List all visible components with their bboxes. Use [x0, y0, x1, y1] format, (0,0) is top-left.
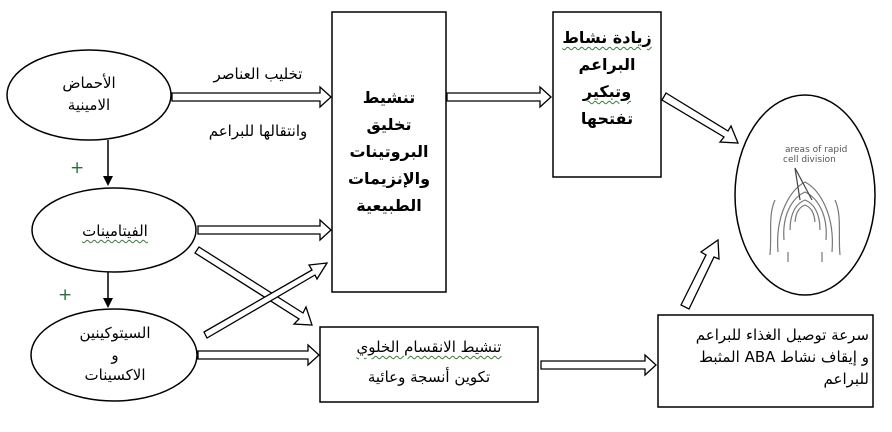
buds-line1: زيادة نشاط [562, 28, 652, 47]
bud-illustration [769, 167, 841, 262]
buds-line4: تفتحها [580, 109, 634, 128]
arrow-vitamins-to-protein [197, 218, 332, 242]
plus-sign-2: + [58, 285, 73, 305]
cytokinin-label-line3: الاكسينات [84, 366, 146, 384]
vitamins-node [31, 187, 197, 273]
bud-image-label-2: cell division [783, 155, 836, 165]
arrow-buds-to-image [661, 92, 739, 144]
amino-acids-node [6, 49, 172, 141]
protein-synthesis-box [331, 11, 447, 293]
cytokinin-label-line1: السيتوكينين [79, 324, 151, 342]
cytokinin-auxin-node [30, 308, 198, 402]
transport-line3: للبراعم [823, 370, 869, 388]
buds-box-text: زيادة نشاط البراعم وتبكير تفتحها [555, 24, 659, 132]
arrow-amino-to-protein [171, 85, 332, 109]
celldiv-line2: تكوين أنسجة وعائية [367, 368, 491, 386]
protein-line2: تخليق [366, 115, 412, 134]
protein-line3: البروتينات [349, 142, 429, 161]
transport-line2: و إيقاف نشاط ABA المثبط [699, 348, 869, 366]
arrow-cytokinin-to-protein [203, 262, 329, 339]
buds-line2: البراعم [578, 55, 636, 74]
arrow-vitamins-to-celldiv [194, 246, 313, 326]
protein-line1: تنشيط [362, 88, 416, 107]
plus-sign-1: + [70, 158, 85, 178]
amino-acids-label: الأحماض الامينية [62, 74, 116, 114]
cytokinin-label-line2: و [111, 346, 119, 364]
transport-box-text: سرعة توصيل الغذاء للبراعم و إيقاف نشاط A… [662, 324, 869, 390]
bud-activity-box [552, 11, 662, 178]
edge-label-transport: وانتقالها للبراعم [208, 122, 308, 140]
protein-box-text: تنشيط تخليق البروتينات والإنزيمات الطبيع… [334, 84, 444, 219]
vitamins-label: الفيتامينات [82, 222, 148, 240]
cell-division-box [319, 326, 539, 403]
nutrient-transport-box [657, 314, 874, 408]
arrow-cytokinin-to-celldiv [197, 343, 320, 367]
protein-line5: الطبيعية [356, 196, 422, 215]
arrow-protein-to-buds [446, 85, 552, 109]
arrow-transport-to-image [680, 238, 720, 310]
celldiv-box-text: تنشيط الانقسام الخلوي تكوين أنسجة وعائية [322, 336, 536, 388]
bud-image-label-1: areas of rapid [785, 145, 848, 155]
bud-image-node [734, 94, 876, 296]
protein-line4: والإنزيمات [347, 169, 431, 188]
edge-label-chelation: تخليب العناصر [213, 65, 303, 83]
buds-line3: وتبكير [582, 82, 632, 101]
transport-line1: سرعة توصيل الغذاء للبراعم [695, 326, 869, 344]
arrow-celldiv-to-transport [540, 353, 657, 377]
celldiv-line1: تنشيط الانقسام الخلوي [356, 338, 502, 356]
